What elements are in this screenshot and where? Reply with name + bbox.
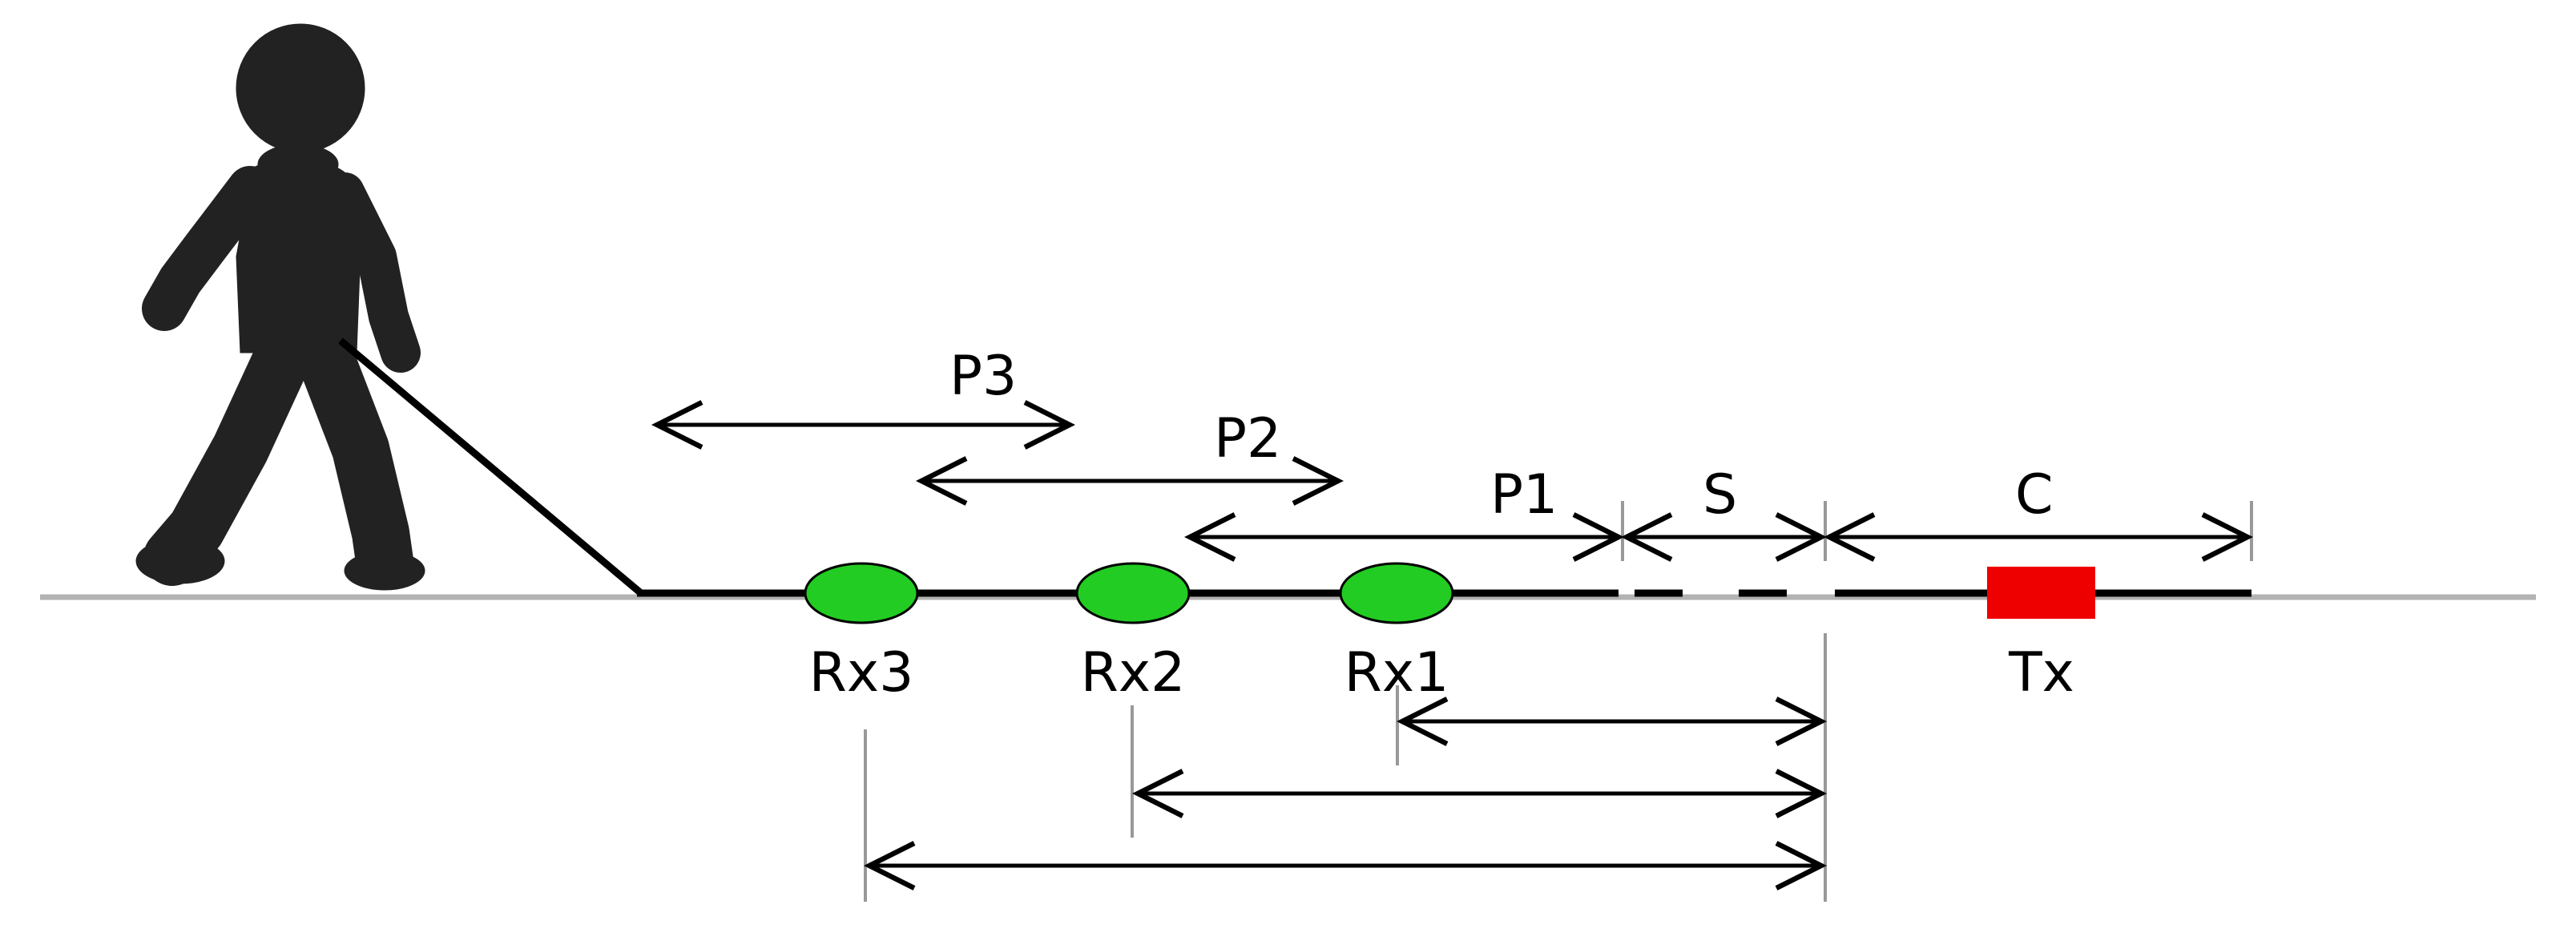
receiver-rx1 [1339,562,1454,624]
label-s: S [1703,463,1737,527]
label-rx1: Rx1 [1344,641,1449,705]
label-p2: P2 [1214,407,1281,470]
walking-person-icon [135,23,425,591]
receiver-rx3 [804,562,919,624]
cable-lead-line [338,337,643,596]
label-p3: P3 [949,345,1017,408]
label-tx: Tx [2008,641,2074,705]
label-rx2: Rx2 [1081,641,1186,705]
range-arrows [657,425,2247,866]
label-p1: P1 [1490,463,1558,527]
receiver-rx2 [1075,562,1191,624]
label-c: C [2015,463,2053,527]
label-rx3: Rx3 [809,641,914,705]
transmitter-tx [1987,567,2095,619]
